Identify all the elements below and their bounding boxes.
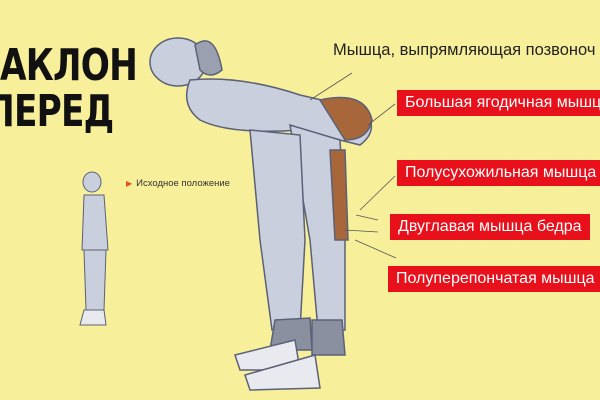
- start-position-caption: ▶Исходное положение: [126, 178, 230, 189]
- bent-over-figure: [149, 37, 373, 391]
- semitendinosus-tag: Полусухожильная мышца: [397, 160, 600, 186]
- title-line-2: ПЕРЕД: [0, 86, 114, 137]
- biceps-femoris-tag: Двуглавая мышца бедра: [390, 214, 590, 240]
- erector-label: Мышца, выпрямляющая позвоноч: [333, 41, 596, 59]
- triangle-right-icon: ▶: [126, 179, 133, 188]
- pointer-lines: [309, 72, 397, 259]
- semimembranosus-tag: Полуперепончатая мышца: [388, 266, 600, 292]
- standing-figure: [79, 171, 109, 326]
- title-line-1: АКЛОН: [0, 40, 138, 91]
- gluteus-tag: Большая ягодичная мышц: [397, 90, 600, 116]
- start-position-label: Исходное положение: [136, 178, 230, 189]
